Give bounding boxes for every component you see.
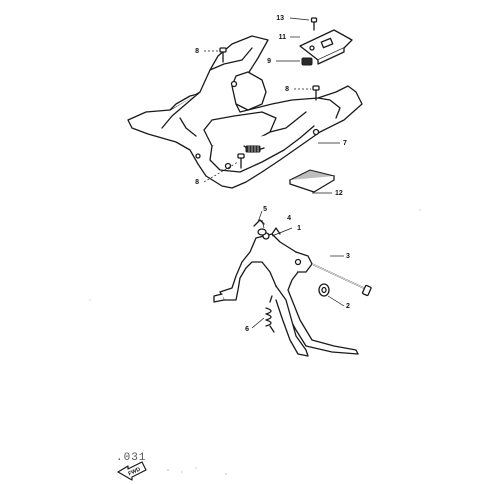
callout-3: 3	[346, 253, 350, 260]
callout-11: 11	[279, 34, 287, 41]
pivot-shaft-part	[311, 263, 372, 297]
forward-arrow-icon: FWD	[117, 461, 147, 481]
return-spring-part	[265, 295, 275, 333]
cover-plate-part	[299, 29, 353, 65]
callout-7: 7	[343, 140, 347, 147]
callout-13: 13	[276, 15, 284, 22]
bolt-8-top-part	[219, 47, 227, 63]
collar-part	[318, 283, 330, 297]
washer-part	[257, 228, 267, 236]
callout-12: 12	[335, 190, 343, 197]
leader-lines	[203, 17, 345, 329]
bolt-13-part	[310, 17, 318, 31]
bolt-8-right-part	[312, 85, 320, 101]
callout-8-right: 8	[285, 86, 289, 93]
callout-5: 5	[263, 206, 267, 213]
callout-8-bottom: 8	[195, 179, 199, 186]
main-stand-part	[213, 227, 359, 357]
callout-8-top: 8	[195, 48, 199, 55]
page-reference: .031	[116, 452, 146, 464]
scan-noise	[89, 209, 421, 475]
callout-4: 4	[287, 215, 291, 222]
callout-1: 1	[297, 225, 301, 232]
floor-grille-icon	[245, 145, 261, 153]
clip-part	[301, 57, 313, 66]
rubber-mat-part	[288, 169, 336, 193]
callout-2: 2	[346, 303, 350, 310]
bolt-8-bottom-part	[237, 153, 245, 169]
floor-panel-part	[127, 35, 363, 189]
callout-9: 9	[267, 58, 271, 65]
callout-6: 6	[245, 326, 249, 333]
forward-arrow-label: FWD	[128, 467, 142, 478]
